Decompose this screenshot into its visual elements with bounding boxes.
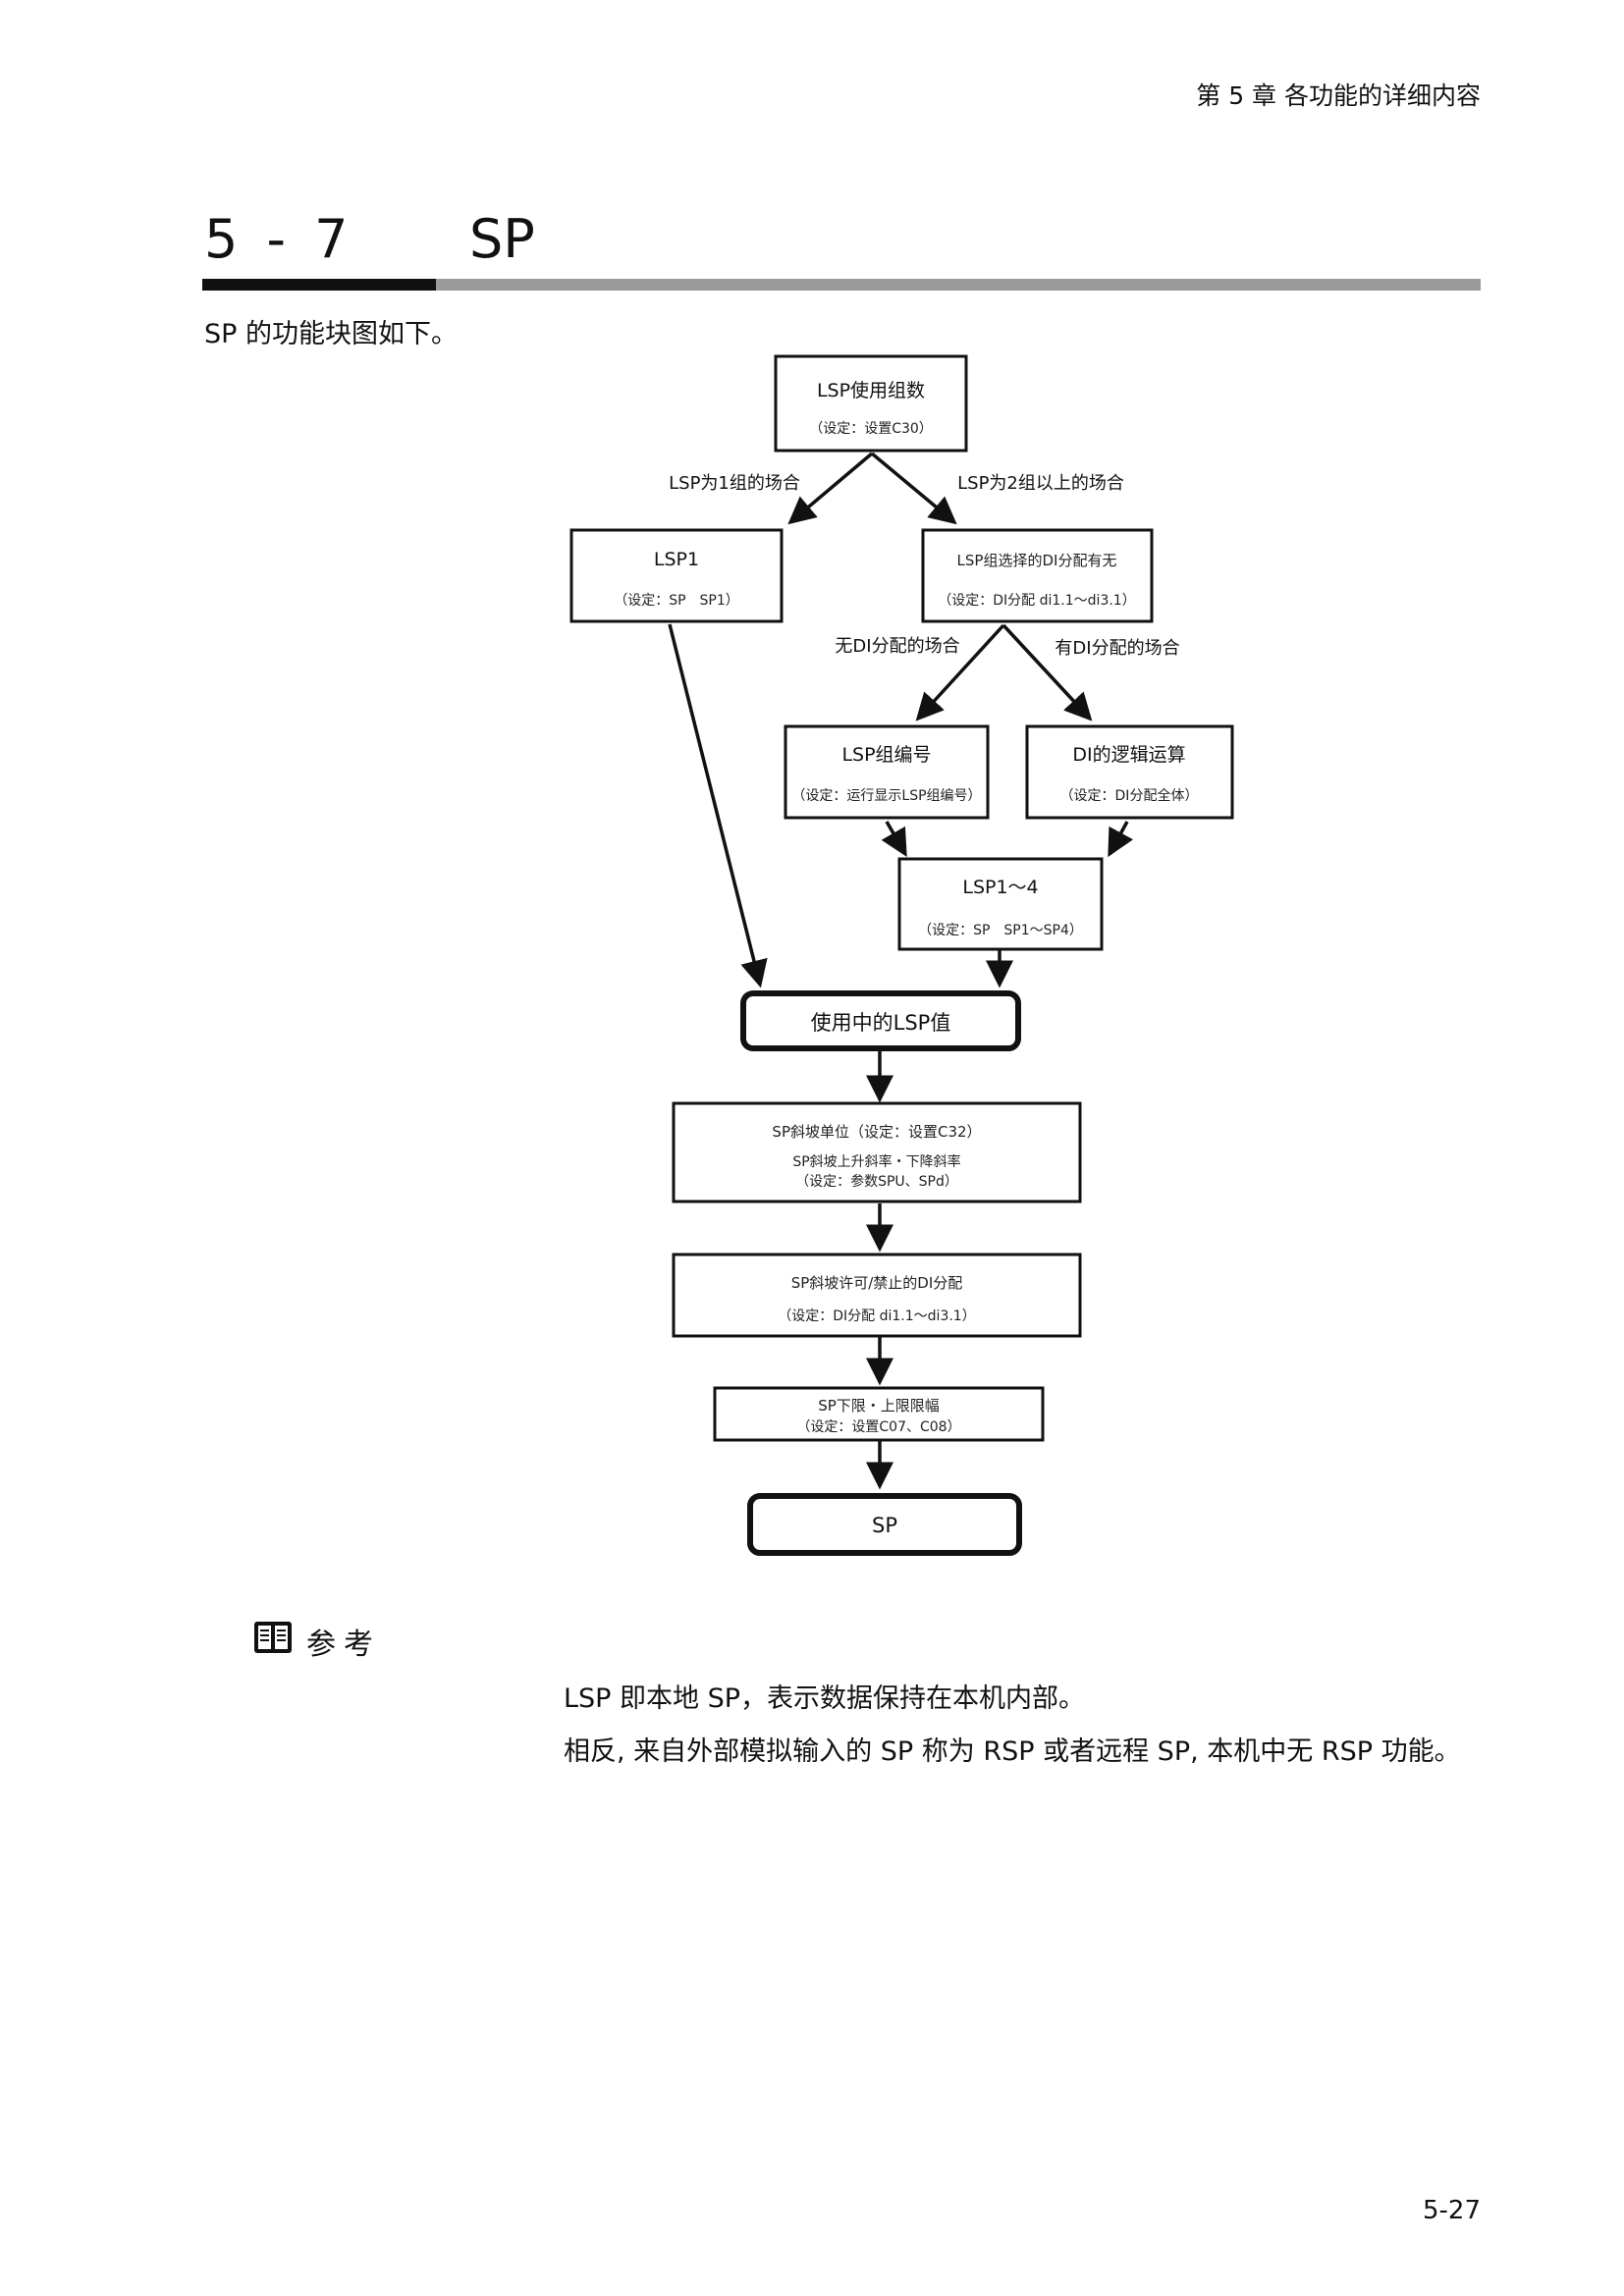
- box-lsp-value: 使用中的LSP值: [740, 990, 1021, 1051]
- sp-block-diagram: LSP使用组数 （设定：设置C30） LSP为1组的场合 LSP为2组以上的场合…: [569, 354, 1234, 1556]
- box-lsp-group-no-title: LSP组编号: [841, 744, 931, 766]
- box-limits: SP下限・上限限幅 （设定：设置C07、C08）: [713, 1386, 1045, 1442]
- box-lsp-groups: LSP使用组数 （设定：设置C30）: [774, 354, 968, 453]
- arrow-lsp1-to-value: [668, 623, 768, 988]
- box-di-select-title: LSP组选择的DI分配有无: [957, 552, 1117, 569]
- box-lsp-value-title: 使用中的LSP值: [811, 1011, 951, 1035]
- cond-no-di: 无DI分配的场合: [835, 636, 959, 657]
- section-rule-dark: [202, 279, 436, 291]
- section-title: SP: [469, 208, 535, 270]
- box-ramp-unit-title: SP斜坡单位（设定：设置C32）: [772, 1123, 981, 1141]
- box-ramp-unit: SP斜坡单位（设定：设置C32） SP斜坡上升斜率・下降斜率 （设定：参数SPU…: [672, 1101, 1082, 1203]
- arrow-to-group-no: [915, 623, 1005, 721]
- reference-line-2: 相反, 来自外部模拟输入的 SP 称为 RSP 或者远程 SP, 本机中无 RS…: [564, 1736, 1461, 1767]
- box-sp: SP: [747, 1493, 1022, 1556]
- arrow-to-di-logic: [1001, 623, 1093, 721]
- box-ramp-di-sub: （设定：DI分配 di1.1～di3.1）: [778, 1308, 975, 1324]
- diagram-arrows: [668, 452, 1134, 1490]
- box-di-logic: DI的逻辑运算 （设定：DI分配全体）: [1025, 724, 1234, 820]
- chapter-header: 第 5 章 各功能的详细内容: [1196, 81, 1481, 110]
- box-lsp-groups-title: LSP使用组数: [817, 380, 925, 401]
- cond-multi-group: LSP为2组以上的场合: [957, 473, 1124, 494]
- box-ramp-unit-sub1: SP斜坡上升斜率・下降斜率: [792, 1153, 960, 1170]
- box-ramp-unit-sub2: （设定：参数SPU、SPd）: [795, 1173, 958, 1190]
- box-limits-title: SP下限・上限限幅: [818, 1397, 940, 1415]
- section-intro: SP 的功能块图如下。: [204, 319, 459, 349]
- cond-one-group: LSP为1组的场合: [669, 473, 800, 494]
- reference-line-1: LSP 即本地 SP，表示数据保持在本机内部。: [564, 1683, 1086, 1714]
- box-limits-sub: （设定：设置C07、C08）: [796, 1419, 960, 1435]
- arrow-di-logic-to-lsp14: [1108, 821, 1134, 858]
- box-lsp-group-no-sub: （设定：运行显示LSP组编号）: [791, 788, 981, 804]
- box-lsp1-4-sub: （设定：SP SP1～SP4）: [918, 923, 1083, 938]
- page-number: 5-27: [1422, 2196, 1481, 2225]
- box-ramp-di-title: SP斜坡许可/禁止的DI分配: [791, 1274, 963, 1292]
- reference-title: 参考: [306, 1628, 381, 1662]
- box-di-logic-title: DI的逻辑运算: [1072, 744, 1185, 766]
- cond-has-di: 有DI分配的场合: [1055, 638, 1179, 659]
- box-di-logic-sub: （设定：DI分配全体）: [1060, 787, 1199, 804]
- box-lsp1-4-title: LSP1～4: [962, 877, 1038, 898]
- box-lsp1: LSP1 （设定：SP SP1）: [569, 528, 784, 623]
- arrow-group-no-to-lsp14: [881, 821, 907, 858]
- box-sp-title: SP: [872, 1514, 897, 1537]
- book-icon: [254, 1622, 292, 1653]
- box-di-select: LSP组选择的DI分配有无 （设定：DI分配 di1.1～di3.1）: [921, 528, 1154, 623]
- box-lsp1-4: LSP1～4 （设定：SP SP1～SP4）: [897, 857, 1104, 951]
- box-ramp-di: SP斜坡许可/禁止的DI分配 （设定：DI分配 di1.1～di3.1）: [672, 1253, 1082, 1338]
- box-lsp-group-no: LSP组编号 （设定：运行显示LSP组编号）: [784, 724, 990, 820]
- box-di-select-sub: （设定：DI分配 di1.1～di3.1）: [938, 593, 1135, 609]
- section-number: 5 - 7: [204, 208, 354, 270]
- box-lsp-groups-sub: （设定：设置C30）: [809, 421, 933, 437]
- box-lsp1-title: LSP1: [654, 549, 699, 570]
- arrow-to-di-select: [870, 452, 957, 525]
- arrow-to-lsp1: [787, 452, 874, 525]
- section-rule-light: [436, 279, 1481, 291]
- box-lsp1-sub: （设定：SP SP1）: [614, 593, 739, 609]
